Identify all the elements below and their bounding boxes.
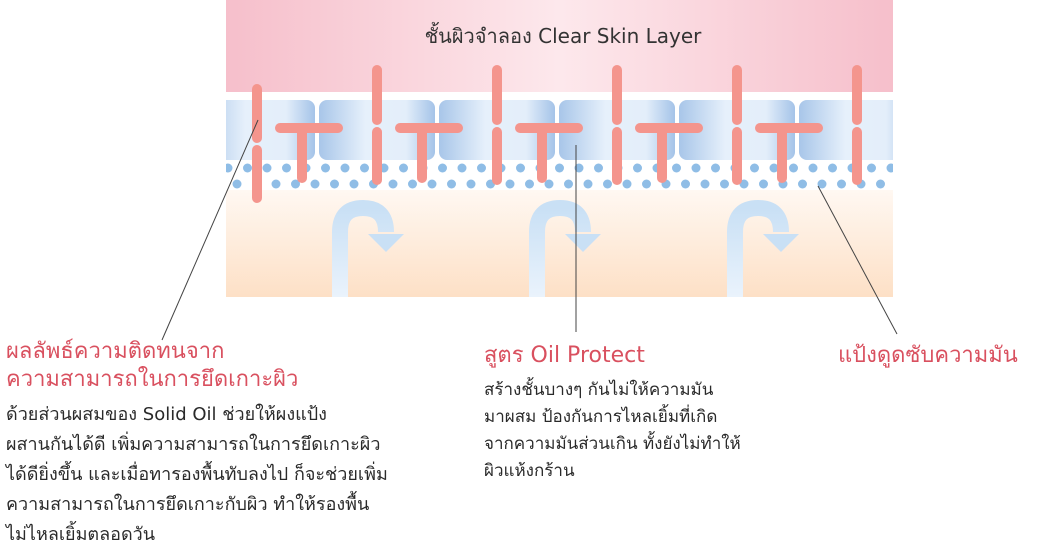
powder-dot (555, 163, 564, 173)
powder-dot (349, 179, 359, 189)
powder-dot (789, 163, 798, 173)
powder-dot (340, 163, 350, 173)
flow-arrow (727, 199, 789, 297)
powder-dot (408, 179, 417, 189)
body-line: ไม่ไหลเยิ้มตลอดวัน (6, 524, 156, 545)
diagram-title: ชั้นผิวจำลอง Clear Skin Layer (425, 22, 703, 48)
powder-dot (603, 179, 612, 189)
powder-dot (808, 163, 818, 173)
powder-dot (769, 163, 779, 173)
powder-dot (466, 179, 476, 189)
leader-line-left (161, 119, 259, 341)
arrow-head-icon (763, 234, 799, 252)
middle-callout-heading: สูตร Oil Protect (484, 343, 645, 368)
powder-dot (447, 179, 456, 189)
powder-dot (574, 163, 584, 173)
solid-oil-fibers (252, 65, 862, 203)
powder-dot (886, 163, 893, 173)
powder-dot (642, 179, 651, 189)
powder-dot (544, 179, 554, 189)
arrow-head-icon (368, 234, 404, 252)
flow-arrow (332, 199, 394, 297)
powder-dot (564, 179, 573, 189)
powder-dot (243, 163, 252, 173)
body-line: จากความมันส่วนเกิน ทั้งยังไม่ทำให้ (484, 434, 741, 454)
leader-line-right (817, 185, 898, 335)
powder-dot (505, 179, 515, 189)
powder-dot (739, 179, 749, 189)
powder-dot (360, 163, 369, 173)
powder-dot (711, 163, 720, 173)
powder-dot (438, 163, 447, 173)
powder-dot (232, 179, 242, 189)
powder-dot (583, 179, 593, 189)
powder-dot (330, 179, 339, 189)
arrow-head-icon (565, 234, 601, 252)
powder-dot (798, 179, 807, 189)
powder-dot (271, 179, 281, 189)
powder-dot (633, 163, 642, 173)
powder-dot (622, 179, 632, 189)
powder-dot (457, 163, 467, 173)
body-line: สร้างชั้นบางๆ กันไม่ให้ความมัน (484, 380, 714, 400)
powder-dot (262, 163, 272, 173)
powder-dot (896, 180, 905, 189)
body-line: ความสามารถในการยึดเกาะกับผิว ทำให้รองพื้… (6, 494, 370, 515)
flow-arrow (529, 199, 591, 297)
powder-dot (681, 179, 690, 189)
body-line: มาผสม ป้องกันการไหลเยิ้มที่เกิด (484, 407, 718, 427)
powder-dot (427, 179, 437, 189)
powder-dot (750, 163, 759, 173)
body-line: ด้วยส่วนผสมของ Solid Oil ช่วยให้ผงแป้ง (6, 404, 327, 425)
powder-dot (867, 163, 876, 173)
powder-dot (759, 179, 768, 189)
powder-dot (720, 179, 729, 189)
left-callout-heading: ผลลัพธ์ความติดทนจาก ความสามารถในการยึดเก… (6, 338, 298, 394)
powder-dot (291, 179, 300, 189)
middle-callout-body: สร้างชั้นบางๆ กันไม่ให้ความมัน มาผสม ป้อ… (484, 377, 741, 485)
powder-dot (388, 179, 398, 189)
body-line: ได้ดียิ่งขึ้น และเมื่อทารองพื้นทับลงไป ก… (6, 464, 388, 485)
powder-dot (837, 179, 846, 189)
powder-dot (310, 179, 320, 189)
powder-dot (226, 163, 233, 173)
powder-dot (477, 163, 486, 173)
simulated-top-layer (226, 0, 893, 92)
powder-dot (672, 163, 681, 173)
heading-line: ผลลัพธ์ความติดทนจาก (6, 339, 225, 364)
heading-line: ความสามารถในการยึดเกาะผิว (6, 367, 299, 392)
powder-dot (817, 179, 827, 189)
powder-dot (691, 163, 701, 173)
powder-dot (282, 163, 291, 173)
powder-dot (594, 163, 603, 173)
body-line: ผสานกันได้ดี เพิ่มความสามารถในการยึดเกาะ… (6, 434, 381, 455)
powder-dot (876, 179, 885, 189)
right-callout-heading: แป้งดูดซับความมัน (838, 343, 1018, 368)
powder-dot (828, 163, 837, 173)
powder-dot (399, 163, 408, 173)
oil-absorbing-powder-dots (226, 163, 905, 189)
oil-flow-arrows (332, 199, 799, 297)
powder-cell (226, 100, 315, 160)
powder-dot (525, 179, 534, 189)
powder-dot (321, 163, 330, 173)
powder-cell (799, 100, 893, 160)
left-callout-body: ด้วยส่วนผสมของ Solid Oil ช่วยให้ผงแป้ง ผ… (6, 400, 388, 550)
powder-dot (516, 163, 525, 173)
body-line: ผิวแห้งกร้าน (484, 461, 575, 481)
powder-dot (700, 179, 710, 189)
